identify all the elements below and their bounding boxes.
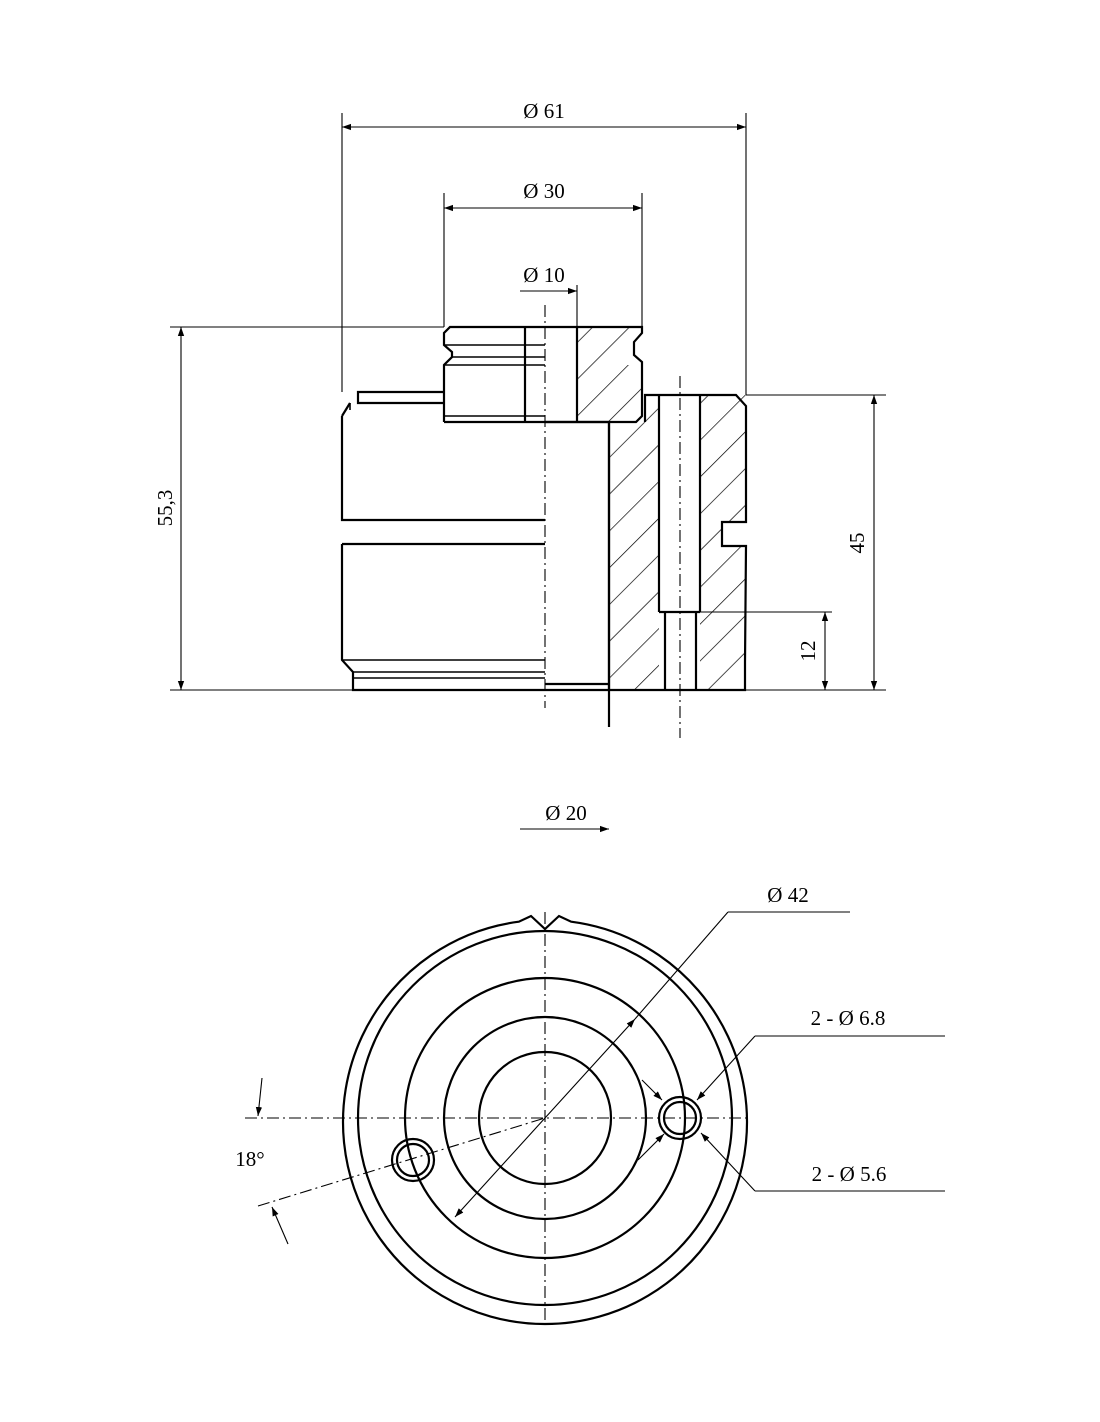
- top-view: [245, 912, 749, 1326]
- leader-68: [696, 1035, 756, 1101]
- section-hatch-top: [577, 327, 642, 422]
- dim-label-20: Ø 20: [545, 801, 586, 825]
- dim-label-68: 2 - Ø 6.8: [811, 1006, 886, 1030]
- dim-label-56: 2 - Ø 5.6: [812, 1162, 887, 1186]
- dim-20-group: Ø 20: [520, 801, 609, 833]
- dim-label-45: 45: [845, 533, 869, 554]
- section-view: [340, 305, 748, 738]
- groove-cut-right: [722, 522, 748, 546]
- hole-arrow-top: [641, 1079, 663, 1101]
- hole-inner-left: [395, 1142, 431, 1178]
- hole-arrow-bottom: [637, 1133, 665, 1161]
- section-hatch-wall: [609, 422, 659, 690]
- leader-42: [634, 911, 729, 1020]
- dim-label-10: Ø 10: [523, 263, 564, 287]
- dim-label-42: Ø 42: [767, 883, 808, 907]
- hole-outer-left: [390, 1137, 436, 1183]
- dim-label-angle: 18°: [235, 1147, 264, 1171]
- angle-arrow-top: [255, 1077, 263, 1117]
- outer-circle: [341, 914, 749, 1326]
- angle-line: [257, 1117, 546, 1207]
- leader-56: [700, 1132, 756, 1192]
- dim-label-553: 55,3: [153, 490, 177, 527]
- dim-label-61: Ø 61: [523, 99, 564, 123]
- top-dimensions: Ø 42 2 - Ø 6.8 2 - Ø 5.6 18°: [235, 883, 945, 1245]
- angle-arrow-bottom: [271, 1206, 289, 1245]
- body-outline: [340, 390, 545, 692]
- dim-line-42: [454, 1018, 636, 1218]
- dim-label-12: 12: [796, 641, 820, 662]
- dim-label-30: Ø 30: [523, 179, 564, 203]
- section-dimensions: Ø 61 Ø 30 Ø 10 55,3 45 12: [153, 99, 886, 691]
- section-hatch-right-upper: [645, 395, 659, 422]
